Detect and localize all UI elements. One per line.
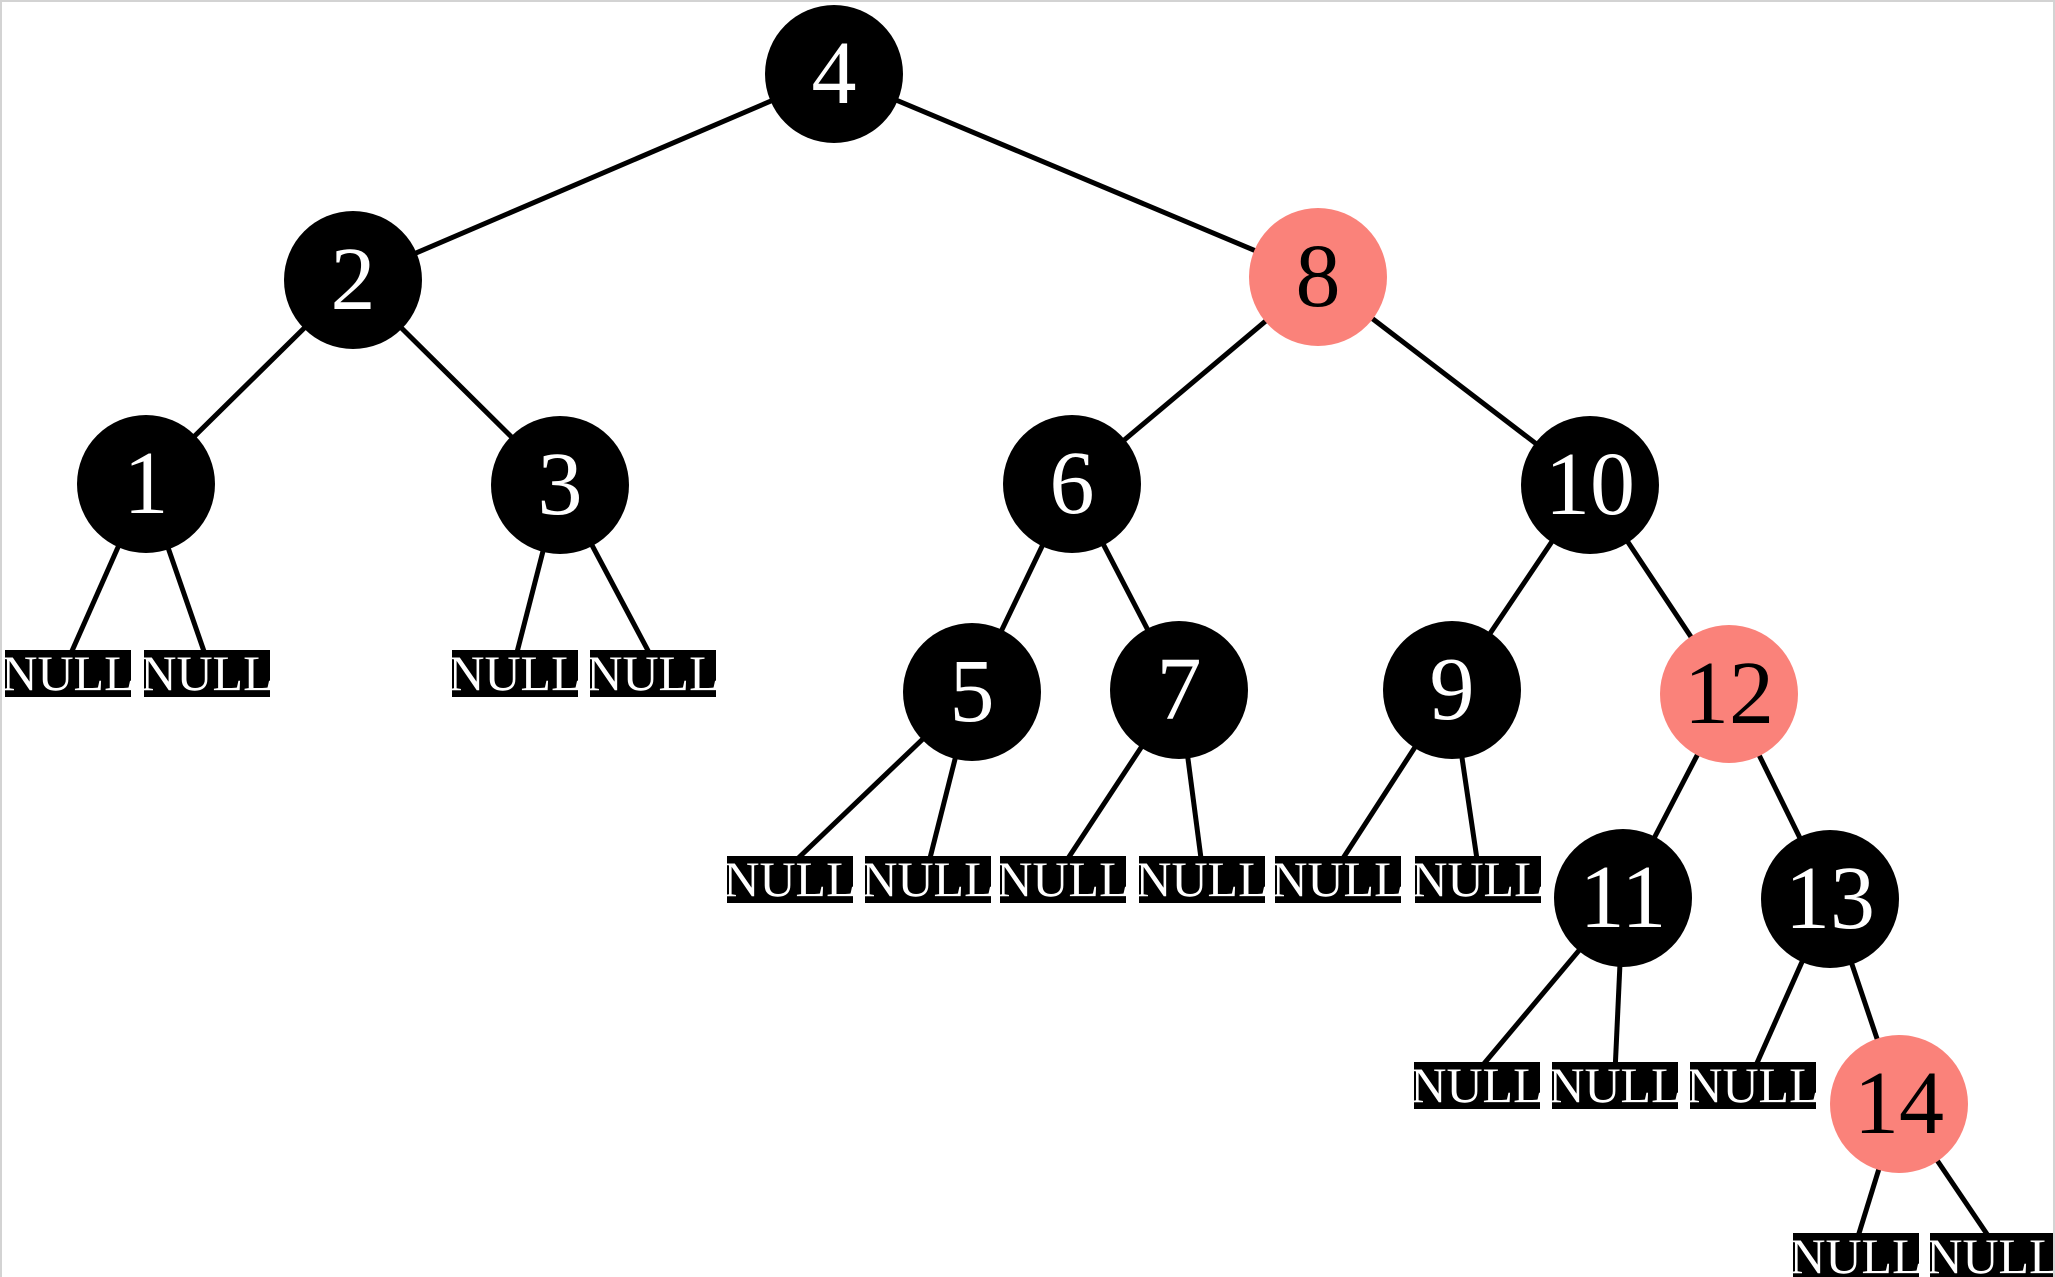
edge-n4-n2 bbox=[352, 71, 835, 283]
null-leaf-label: NULL bbox=[996, 851, 1130, 907]
tree-node-5: 5 bbox=[903, 623, 1041, 761]
null-leaf-null-14R: NULL bbox=[1926, 1231, 2053, 1277]
null-leaf-label: NULL bbox=[140, 645, 274, 701]
tree-node-label: 3 bbox=[537, 435, 583, 534]
null-leaf-null-11L: NULL bbox=[1410, 1060, 1543, 1110]
tree-node-label: 10 bbox=[1545, 435, 1635, 534]
tree-node-2: 2 bbox=[284, 211, 422, 349]
tree-node-label: 13 bbox=[1785, 849, 1875, 948]
null-leaf-label: NULL bbox=[1410, 1057, 1544, 1113]
tree-node-label: 6 bbox=[1049, 434, 1095, 533]
tree-node-label: 7 bbox=[1156, 640, 1202, 739]
tree-node-label: 11 bbox=[1579, 848, 1667, 947]
tree-node-label: 8 bbox=[1295, 227, 1341, 326]
null-leaf-null-11R: NULL bbox=[1548, 1060, 1681, 1110]
tree-node-label: 9 bbox=[1429, 640, 1475, 739]
null-leaf-null-3L: NULL bbox=[448, 648, 581, 698]
null-leaf-label: NULL bbox=[448, 645, 582, 701]
null-leaf-label: NULL bbox=[1271, 851, 1405, 907]
null-leaf-null-3R: NULL bbox=[586, 648, 719, 698]
tree-node-4: 4 bbox=[765, 5, 903, 143]
null-leaf-null-1R: NULL bbox=[140, 648, 273, 698]
tree-node-6: 6 bbox=[1003, 415, 1141, 553]
null-leaf-null-9L: NULL bbox=[1271, 854, 1404, 904]
tree-node-11: 11 bbox=[1554, 829, 1692, 967]
tree-node-13: 13 bbox=[1761, 830, 1899, 968]
null-leaf-null-9R: NULL bbox=[1411, 854, 1544, 904]
null-leaf-label: NULL bbox=[1411, 851, 1545, 907]
tree-node-label: 4 bbox=[811, 24, 857, 123]
null-leaf-null-5R: NULL bbox=[861, 854, 994, 904]
tree-node-label: 5 bbox=[949, 642, 995, 741]
null-leaf-null-7L: NULL bbox=[996, 854, 1129, 904]
tree-node-label: 12 bbox=[1684, 644, 1774, 743]
null-leaf-label: NULL bbox=[723, 851, 857, 907]
null-leaf-label: NULL bbox=[1548, 1057, 1682, 1113]
null-leaf-label: NULL bbox=[1926, 1228, 2055, 1277]
tree-node-3: 3 bbox=[491, 416, 629, 554]
tree-node-label: 14 bbox=[1854, 1054, 1944, 1153]
edge-n4-n8 bbox=[833, 71, 1319, 280]
null-leaf-label: NULL bbox=[1, 645, 135, 701]
tree-node-14: 14 bbox=[1830, 1035, 1968, 1173]
null-leaf-null-7R: NULL bbox=[1135, 854, 1268, 904]
null-leaf-label: NULL bbox=[586, 645, 720, 701]
null-leaf-label: NULL bbox=[861, 851, 995, 907]
null-leaf-label: NULL bbox=[1789, 1228, 1923, 1277]
tree-node-7: 7 bbox=[1110, 621, 1248, 759]
null-leaf-label: NULL bbox=[1686, 1057, 1820, 1113]
tree-node-8: 8 bbox=[1249, 208, 1387, 346]
null-leaf-null-14L: NULL bbox=[1789, 1231, 1923, 1277]
tree-node-label: 1 bbox=[123, 434, 169, 533]
tree-node-1: 1 bbox=[77, 415, 215, 553]
tree-node-9: 9 bbox=[1383, 621, 1521, 759]
null-leaf-null-13L: NULL bbox=[1686, 1060, 1819, 1110]
tree-node-label: 2 bbox=[330, 230, 376, 329]
null-leaf-label: NULL bbox=[1135, 851, 1269, 907]
null-leaf-null-5L: NULL bbox=[723, 854, 856, 904]
null-leaf-null-1L: NULL bbox=[2, 648, 135, 698]
tree-node-12: 12 bbox=[1660, 625, 1798, 763]
tree-node-10: 10 bbox=[1521, 416, 1659, 554]
